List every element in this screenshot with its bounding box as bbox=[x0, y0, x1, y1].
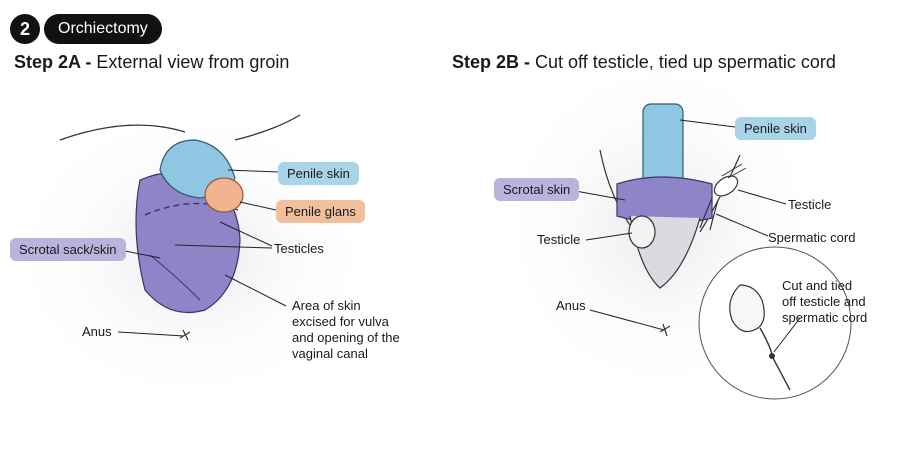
leader-anus-2a bbox=[117, 331, 185, 337]
leader-anus-2b bbox=[589, 309, 665, 331]
testicle-remaining-2b bbox=[628, 215, 656, 249]
groin-outline-left-2a bbox=[59, 124, 186, 141]
figure-2b bbox=[510, 65, 852, 400]
anus-mark-2a bbox=[179, 329, 191, 341]
leader-testicles-a-2a bbox=[174, 244, 273, 249]
leader-penile-skin-2a bbox=[227, 169, 279, 173]
excised-area-line-4: vaginal canal bbox=[292, 346, 368, 361]
excised-area-line-2: excised for vulva bbox=[292, 314, 389, 329]
scrotal-fold-2a bbox=[149, 254, 201, 301]
excised-area-line-1: Area of skin bbox=[292, 298, 361, 313]
step-2a-title-text: External view from groin bbox=[96, 52, 290, 72]
leader-testicle-right-2b bbox=[737, 189, 787, 205]
leader-testicle-left-2b bbox=[585, 232, 633, 241]
leader-excised-area-2a bbox=[224, 274, 287, 307]
label-inset-note-2b: Cut and tied off testicle and spermatic … bbox=[782, 278, 867, 326]
inset-testicle-2b bbox=[729, 284, 765, 333]
label-testicle-right-2b: Testicle bbox=[788, 197, 832, 212]
testicle-removed-2b bbox=[713, 175, 739, 197]
inset-circle-2b bbox=[698, 246, 852, 400]
label-anus-2a: Anus bbox=[82, 324, 112, 339]
leader-scrotal-sack-2a bbox=[119, 249, 161, 259]
step-2b-title-text: Cut off testicle, tied up spermatic cord bbox=[535, 52, 836, 72]
step-2a-title-bold: Step 2A - bbox=[14, 52, 92, 72]
inset-note-line-2: off testicle and bbox=[782, 294, 866, 309]
penile-glans-2a bbox=[204, 177, 244, 213]
label-anus-2b: Anus bbox=[556, 298, 586, 313]
label-testicle-left-2b: Testicle bbox=[537, 232, 581, 247]
leader-inset-2b bbox=[773, 317, 801, 353]
clamp-2b bbox=[721, 163, 747, 179]
leader-spermatic-cord-2b bbox=[715, 213, 769, 237]
label-excised-area-2a: Area of skin excised for vulva and openi… bbox=[292, 298, 400, 362]
step-2a-title: Step 2A - External view from groin bbox=[14, 52, 289, 73]
label-scrotal-skin-2b: Scrotal skin bbox=[494, 178, 580, 201]
leader-penile-skin-2b bbox=[679, 119, 736, 128]
label-spermatic-cord-2b: Spermatic cord bbox=[768, 230, 856, 245]
label-testicles-2a: Testicles bbox=[274, 241, 324, 256]
label-scrotal-sack-2a: Scrotal sack/skin bbox=[10, 238, 126, 261]
label-penile-glans-2a: Penile glans bbox=[276, 200, 365, 223]
step-2b-title: Step 2B - Cut off testicle, tied up sper… bbox=[452, 52, 836, 73]
step-number-badge: 2 bbox=[10, 14, 40, 44]
anus-mark-2b bbox=[659, 323, 671, 337]
leader-penile-glans-2a bbox=[239, 201, 277, 211]
leader-testicles-b-2a bbox=[219, 221, 273, 247]
figure-2a bbox=[20, 114, 360, 395]
inset-note-line-3: spermatic cord bbox=[782, 310, 868, 325]
inset-tie-2b bbox=[769, 353, 775, 359]
inset-note-line-1: Cut and tied bbox=[782, 278, 853, 293]
leader-scrotal-skin-2b bbox=[569, 189, 626, 201]
groin-outline-right-2a bbox=[234, 114, 301, 141]
excised-area-line-3: and opening of the bbox=[292, 330, 400, 345]
step-2b-title-bold: Step 2B - bbox=[452, 52, 531, 72]
spermatic-cord-2b bbox=[699, 197, 719, 231]
penile-skin-2b bbox=[642, 103, 684, 185]
label-penile-skin-2b: Penile skin bbox=[735, 117, 816, 140]
label-penile-skin-2a: Penile skin bbox=[278, 162, 359, 185]
section-title-badge: Orchiectomy bbox=[44, 14, 162, 44]
